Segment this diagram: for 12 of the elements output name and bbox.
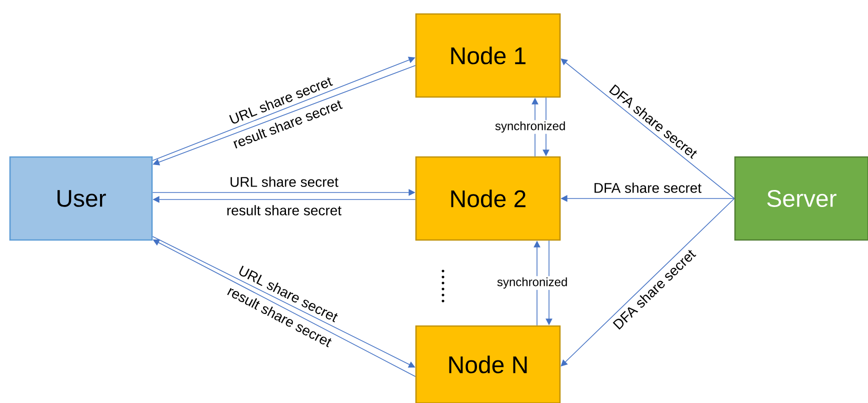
edge-label: DFA share secret	[592, 181, 703, 194]
server-box: Server	[734, 156, 868, 241]
arrow	[560, 58, 735, 199]
edge-label: synchronized	[494, 120, 568, 134]
node-box: Node 2	[415, 156, 561, 241]
user-box: User	[9, 156, 153, 241]
node-box: Node 1	[415, 13, 561, 98]
edge-label: result share secret	[225, 204, 343, 217]
arrow	[560, 198, 735, 366]
edge-label: synchronized	[496, 276, 570, 290]
edge-label: URL share secret	[228, 175, 340, 188]
node-box: Node N	[415, 325, 561, 403]
